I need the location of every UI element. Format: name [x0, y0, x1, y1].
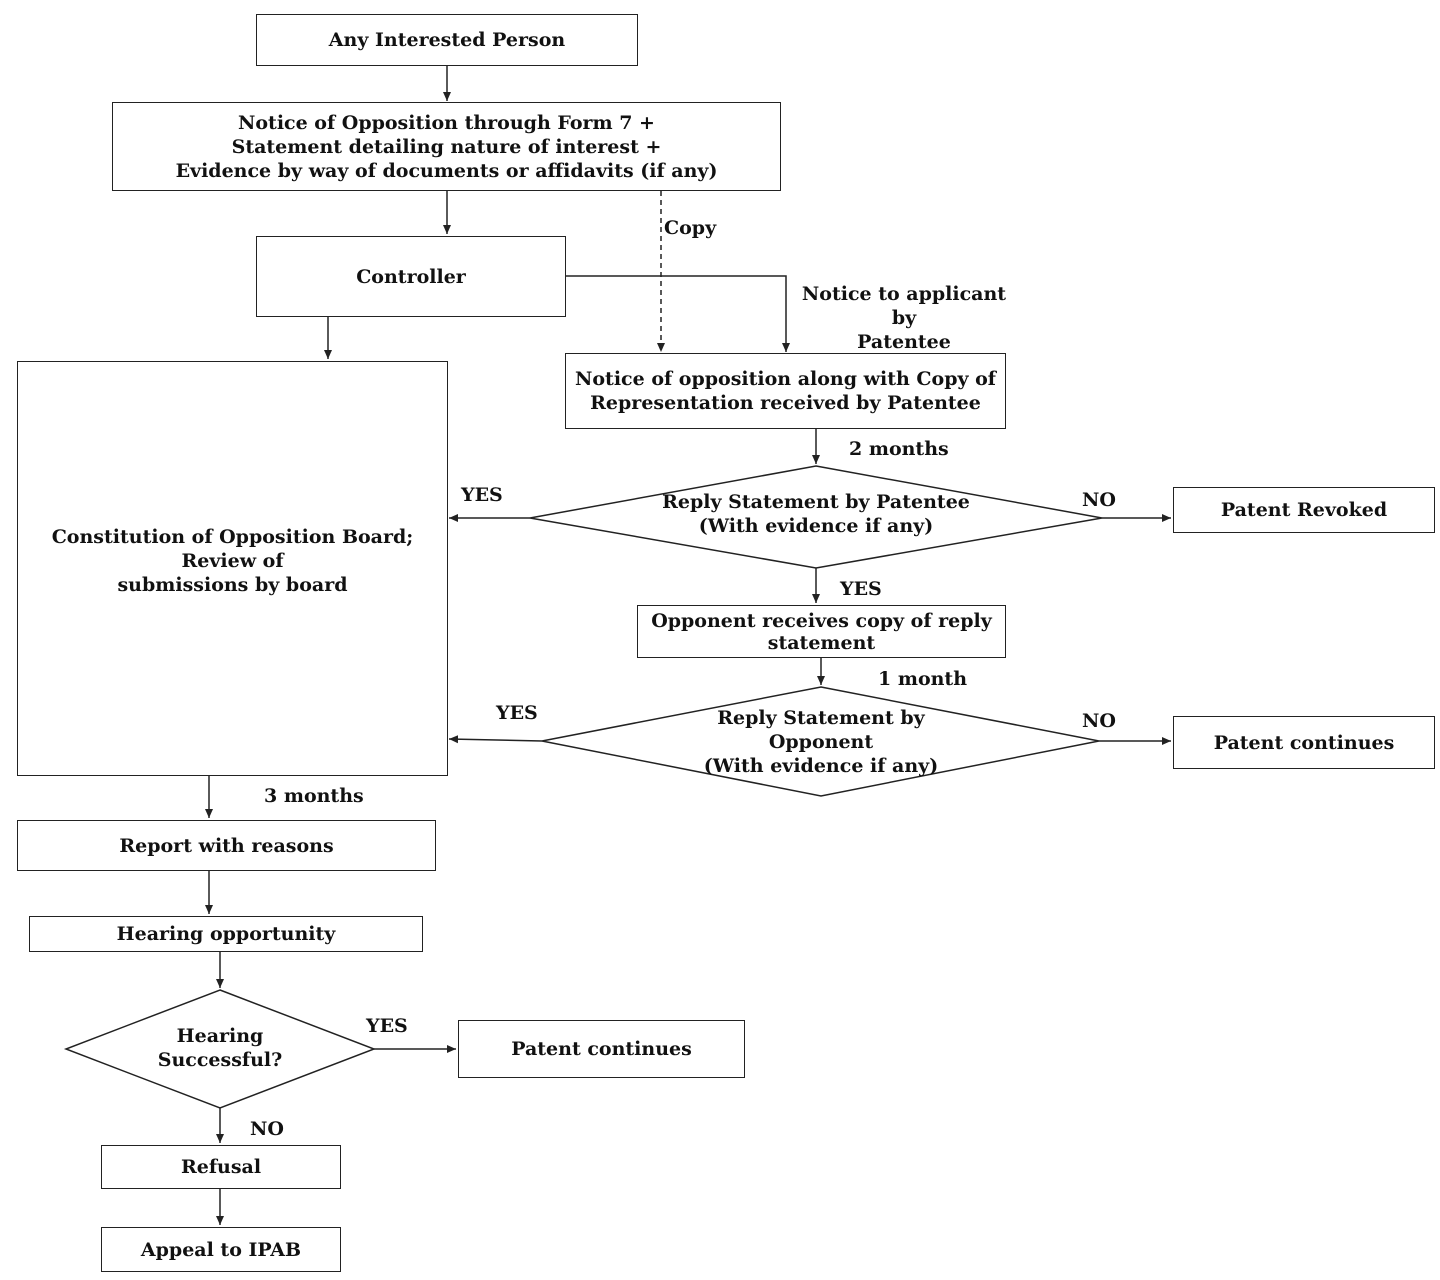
- notice-received-by-patentee-box: Notice of opposition along with Copy of …: [565, 353, 1006, 429]
- appeal-to-ipab-box: Appeal to IPAB: [101, 1227, 341, 1272]
- copy-label: Copy: [664, 217, 717, 239]
- notice-to-applicant-label: Notice to applicant by Patentee: [801, 283, 1007, 353]
- notice-of-opposition-box: Notice of Opposition through Form 7 + St…: [112, 102, 781, 191]
- patent-continues-box-2: Patent continues: [458, 1020, 745, 1078]
- two-months-label: 2 months: [849, 438, 949, 460]
- hearing-opportunity-box: Hearing opportunity: [29, 916, 423, 952]
- hearing-successful-text: Hearing Successful?: [157, 1025, 283, 1071]
- patent-revoked-box: Patent Revoked: [1173, 487, 1435, 533]
- yes-opponent-reply-label: YES: [496, 702, 538, 724]
- opponent-receives-copy-box: Opponent receives copy of reply statemen…: [637, 605, 1006, 658]
- opposition-board-box: Constitution of Opposition Board; Review…: [17, 361, 448, 776]
- edge-opponent-yes-to-board: [448, 735, 543, 744]
- patent-continues-box-1: Patent continues: [1173, 716, 1435, 769]
- yes-patentee-reply-label: YES: [461, 484, 503, 506]
- one-month-label: 1 month: [878, 668, 968, 690]
- interested-person-box: Any Interested Person: [256, 14, 638, 66]
- reply-opponent-text: Reply Statement by Opponent (With eviden…: [703, 707, 939, 777]
- reply-patentee-text: Reply Statement by Patentee (With eviden…: [662, 491, 970, 537]
- edge-controller-to-patentee: [566, 275, 790, 352]
- yes-hearing-label: YES: [366, 1015, 408, 1037]
- report-with-reasons-box: Report with reasons: [17, 820, 436, 871]
- controller-box: Controller: [256, 236, 566, 317]
- reply-opponent-diamond: [541, 686, 1100, 797]
- yes-to-opponent-label: YES: [840, 578, 882, 600]
- refusal-box: Refusal: [101, 1145, 341, 1189]
- no-patentee-reply-label: NO: [1082, 489, 1116, 511]
- no-hearing-label: NO: [250, 1118, 284, 1140]
- three-months-label: 3 months: [264, 785, 364, 807]
- no-opponent-reply-label: NO: [1082, 710, 1116, 732]
